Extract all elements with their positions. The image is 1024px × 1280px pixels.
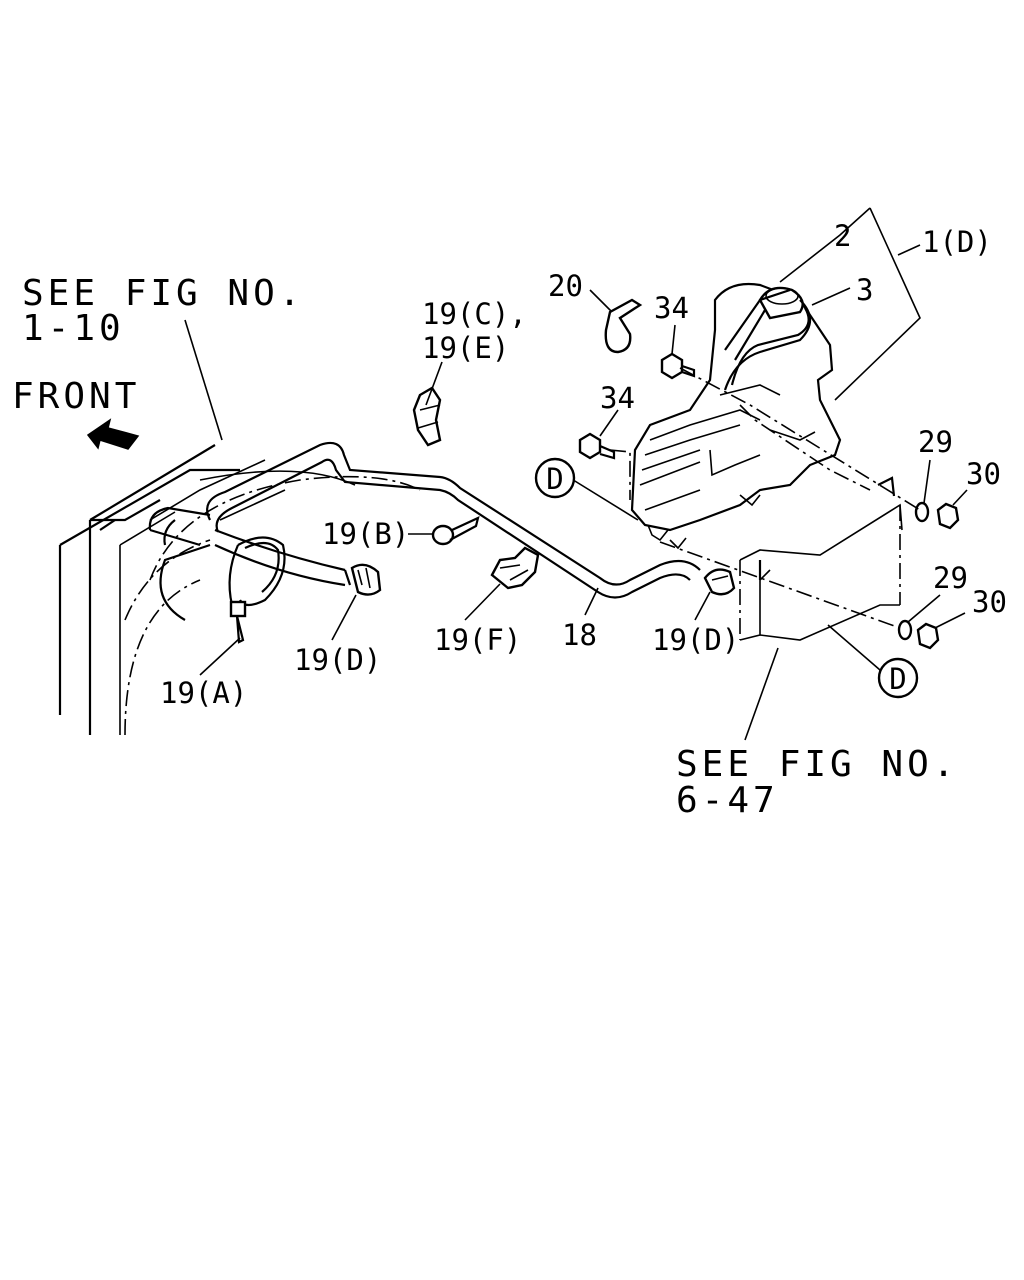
callout-18: 18	[562, 618, 597, 652]
clip-19b	[431, 516, 480, 546]
callout-3: 3	[856, 273, 873, 307]
callout-19ce-line1: 19(C),	[422, 297, 527, 331]
marker-d-top: D	[534, 457, 576, 499]
nut-30-upper	[936, 502, 960, 530]
clip-19ce	[412, 386, 442, 447]
marker-d-bottom-label: D	[889, 662, 906, 696]
washer-29-upper	[914, 501, 930, 523]
bolt-34-upper	[660, 352, 696, 380]
marker-d-top-label: D	[546, 462, 563, 496]
callout-1d: 1(D)	[922, 225, 992, 259]
front-arrow-icon	[86, 418, 140, 450]
callout-20: 20	[548, 269, 583, 303]
callout-19d-left: 19(D)	[294, 643, 381, 677]
overflow-tube-18	[206, 441, 701, 599]
callout-19a: 19(A)	[160, 676, 247, 710]
callout-30-lower: 30	[972, 585, 1007, 619]
radiator-hose-neck	[148, 506, 352, 587]
callout-19d-right: 19(D)	[652, 623, 739, 657]
callout-19ce-line2: 19(E)	[422, 331, 509, 365]
see-fig-ref-2-line2: 6-47	[676, 780, 779, 821]
callout-30-upper: 30	[966, 457, 1001, 491]
see-fig-ref-1-line1: SEE FIG NO.	[22, 273, 304, 314]
washer-29-lower	[897, 619, 913, 641]
front-label: FRONT	[12, 376, 140, 417]
clamp-band-19a	[228, 536, 286, 644]
clip-19d-left	[350, 563, 382, 596]
assembly-lines	[609, 367, 921, 629]
see-fig-ref-1-line2: 1-10	[22, 308, 125, 349]
see-fig-ref-2-line1: SEE FIG NO.	[676, 744, 958, 785]
nut-30-lower	[916, 622, 940, 650]
clamp-20	[604, 298, 643, 354]
mounting-bracket	[739, 476, 903, 641]
clip-19f	[490, 546, 540, 590]
tank-hose-3	[723, 288, 812, 391]
leader-lines	[184, 207, 968, 741]
callout-29-upper: 29	[918, 425, 953, 459]
callout-19b: 19(B)	[322, 517, 409, 551]
callout-2: 2	[834, 219, 851, 253]
callout-34-lower: 34	[600, 381, 635, 415]
callout-19f: 19(F)	[434, 623, 521, 657]
callout-34-upper: 34	[654, 291, 689, 325]
callout-29-lower: 29	[933, 561, 968, 595]
marker-d-bottom: D	[877, 657, 919, 699]
radiator-frame	[58, 444, 421, 736]
clip-19d-right	[703, 568, 736, 596]
bolt-34-lower	[578, 432, 616, 460]
